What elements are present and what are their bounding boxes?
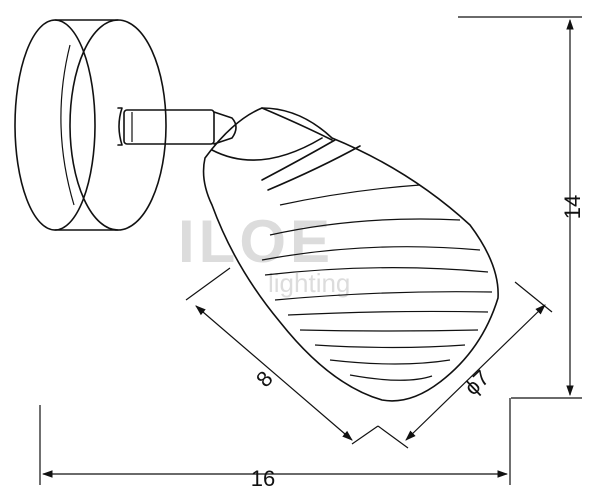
width-label: 16 xyxy=(251,466,275,491)
diameter-label: ϕ7 xyxy=(459,365,494,400)
width-dimension: 16 xyxy=(39,398,511,491)
shade-stripe-4 xyxy=(264,267,489,276)
watermark-logo: ILOE lighting xyxy=(178,208,350,298)
length-dim-line xyxy=(195,305,353,441)
shade-collar-line-1 xyxy=(211,137,323,161)
shade-stripe-1 xyxy=(279,184,421,206)
watermark-text: ILOE xyxy=(178,208,334,275)
shade-stripe-6 xyxy=(287,310,489,316)
height-dimension: 14 xyxy=(458,16,585,399)
shade-diameter-dimension: ϕ7 xyxy=(377,281,553,449)
canopy-inner-curve xyxy=(60,44,75,206)
length-ext-top xyxy=(185,267,231,301)
shade-stripe-3 xyxy=(261,246,481,261)
arm-joint xyxy=(213,111,237,145)
canopy-face xyxy=(69,19,167,231)
shade-stripe-9 xyxy=(329,359,451,365)
shade-stripe-5 xyxy=(274,291,493,301)
shade-band-1 xyxy=(261,139,336,181)
shade-stripe-7 xyxy=(299,329,479,332)
shade-stripe-10 xyxy=(349,374,433,381)
arm-base xyxy=(117,107,123,146)
diameter-ext-right xyxy=(514,281,553,313)
shade-stripe-2 xyxy=(269,218,461,236)
lamp-arm xyxy=(117,107,237,146)
shade-stripe-8 xyxy=(314,344,466,349)
length-label: 8 xyxy=(251,366,278,392)
wall-canopy xyxy=(14,19,167,231)
diameter-dim-line xyxy=(405,304,546,441)
shade-band-2 xyxy=(267,145,361,191)
arm-tube xyxy=(123,109,215,145)
length-ext-bottom xyxy=(351,425,379,445)
diameter-ext-left xyxy=(377,425,409,449)
height-label: 14 xyxy=(560,195,585,219)
shade-collar-line-2 xyxy=(261,107,333,141)
watermark-tagline: lighting xyxy=(268,268,350,298)
